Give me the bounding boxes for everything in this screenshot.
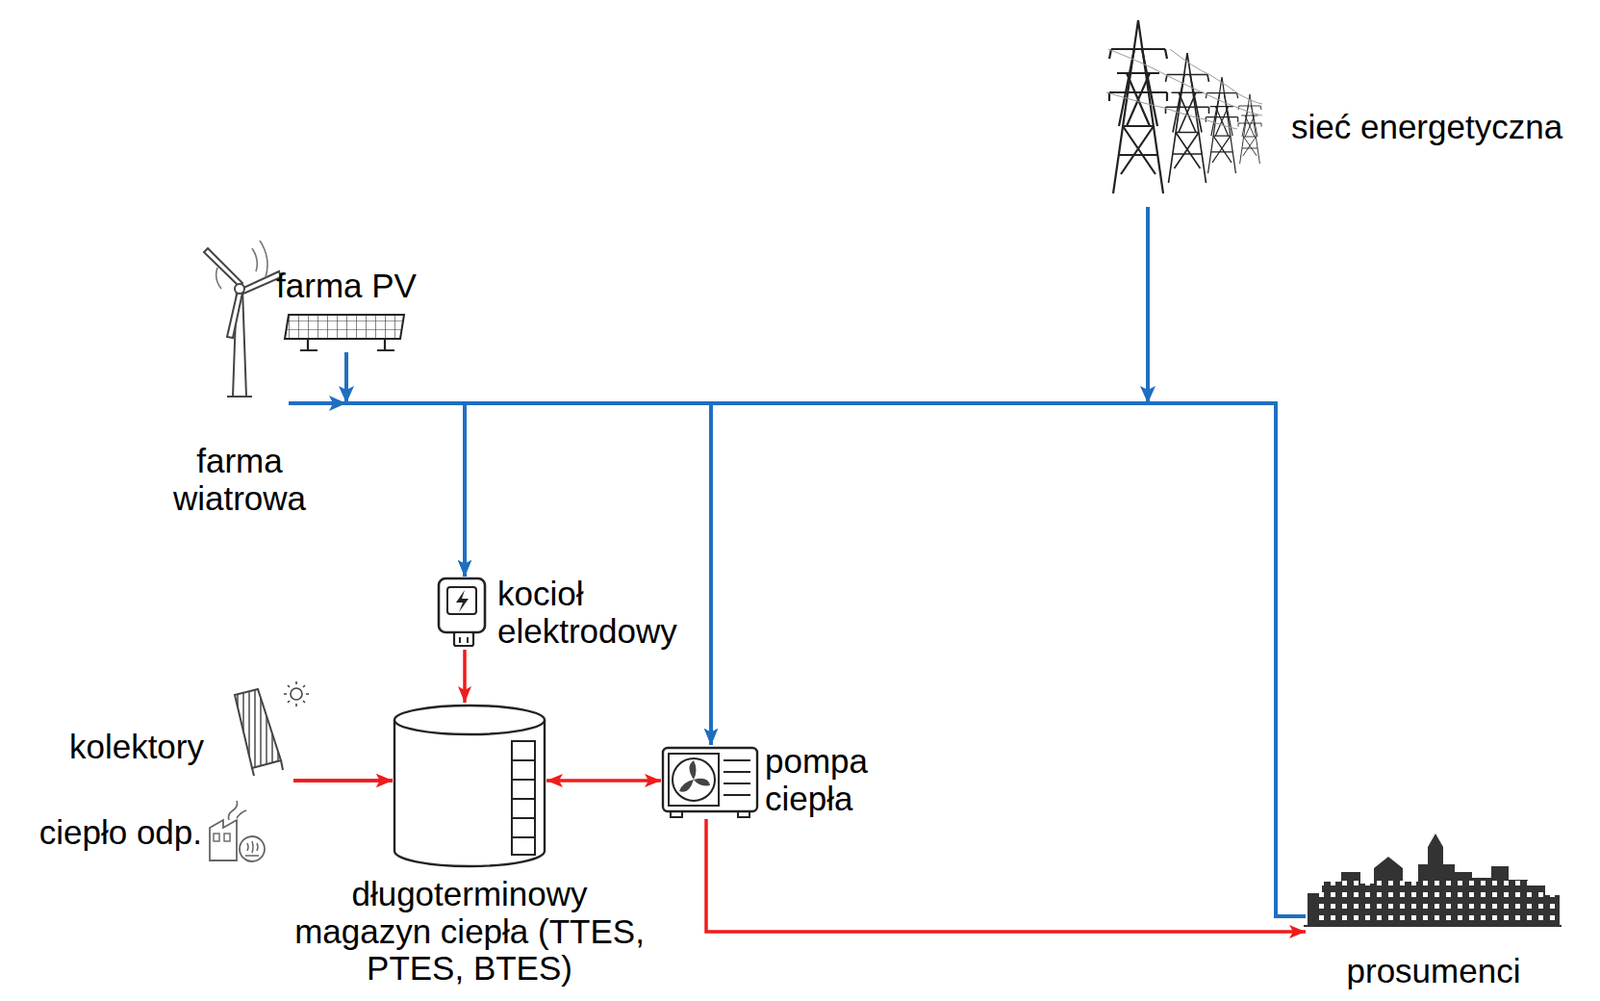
node-label: prosumenci: [1308, 952, 1559, 991]
node-label: ciepło odp.: [9, 813, 203, 852]
node-label: kocioł elektrodowy: [497, 575, 690, 650]
power-flow-line: [288, 403, 712, 745]
wind-turbine-icon: [203, 240, 281, 397]
node-label: farma PV: [240, 267, 453, 305]
storage-tank-icon: [394, 705, 545, 866]
heat-pump-icon: [662, 747, 758, 817]
power-flow-line: [346, 352, 465, 577]
pylon-icon: [1106, 20, 1263, 194]
power-flow-line: [288, 403, 1306, 916]
power-flow-line: [711, 206, 1148, 745]
heat-flow-arrow: [706, 818, 1306, 932]
electrode-boiler: kocioł elektrodowy: [433, 576, 490, 650]
node-label: pompa ciepła: [764, 742, 900, 817]
waste-heat: ciepło odp.: [203, 780, 294, 866]
power-flow-line: [464, 206, 1148, 577]
power-flow-line: [288, 403, 465, 577]
heat-flow-arrow: [462, 649, 467, 703]
power-flow-line: [1147, 206, 1306, 916]
boiler-icon: [438, 578, 485, 646]
wind-farm: farma wiatrowa: [188, 234, 289, 414]
heat-flow-arrow: [293, 778, 393, 783]
node-label: farma wiatrowa: [157, 442, 322, 517]
town-icon: [1303, 833, 1562, 926]
node-label: sieć energetyczna: [1291, 108, 1590, 147]
prosumers: prosumenci: [1305, 831, 1562, 940]
collector-icon: [234, 681, 309, 776]
power-grid: sieć energetyczna: [1106, 20, 1276, 207]
solar-collectors: kolektory: [219, 673, 294, 781]
power-flow-line: [346, 352, 712, 745]
heat-pump: pompa ciepła: [660, 744, 760, 819]
node-label: kolektory: [11, 728, 204, 766]
power-flow-line: [346, 352, 1306, 916]
pv-icon: [284, 314, 405, 351]
pv-farm: farma PV: [284, 310, 408, 353]
waste-heat-icon: [209, 800, 265, 862]
heat-storage: długoterminowy magazyn ciepła (TTES, PTE…: [392, 702, 547, 868]
bus-arrowheads: [329, 385, 1156, 411]
connector-layer: [288, 206, 1306, 932]
node-label: długoterminowy magazyn ciepła (TTES, PTE…: [291, 875, 648, 988]
heat-flow-arrow: [546, 778, 661, 783]
heat-flow-arrow: [293, 778, 393, 783]
